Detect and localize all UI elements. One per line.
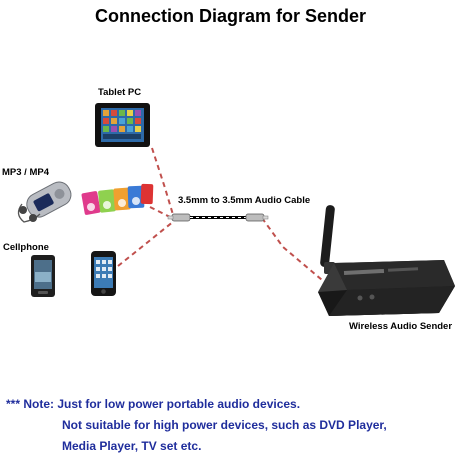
cellphone-2-icon [91, 251, 116, 296]
cellphone-connection-line [117, 220, 175, 267]
connection-lines [117, 147, 323, 281]
cellphone-label: Cellphone [3, 242, 49, 253]
note-line-2: Not suitable for high power devices, suc… [62, 418, 387, 432]
tablet-icon [95, 103, 150, 147]
sender-label: Wireless Audio Sender [349, 321, 453, 332]
wireless-sender-icon [318, 205, 455, 316]
tablet-label: Tablet PC [98, 87, 142, 98]
diagram-title: Connection Diagram for Sender [94, 6, 367, 26]
mp4-players-icon [81, 183, 154, 215]
sender-connection-line [261, 217, 323, 281]
cellphone-1-icon [31, 255, 55, 297]
audio-cable-icon [167, 213, 269, 222]
note-line-3: Media Player, TV set etc. [62, 439, 202, 453]
mp3-player-icon [17, 181, 72, 223]
note-line-1: *** Note: Just for low power portable au… [6, 397, 301, 411]
mp3-label: MP3 / MP4 [2, 167, 49, 178]
tablet-connection-line [151, 147, 175, 219]
cable-label: 3.5mm to 3.5mm Audio Cable [178, 195, 311, 206]
